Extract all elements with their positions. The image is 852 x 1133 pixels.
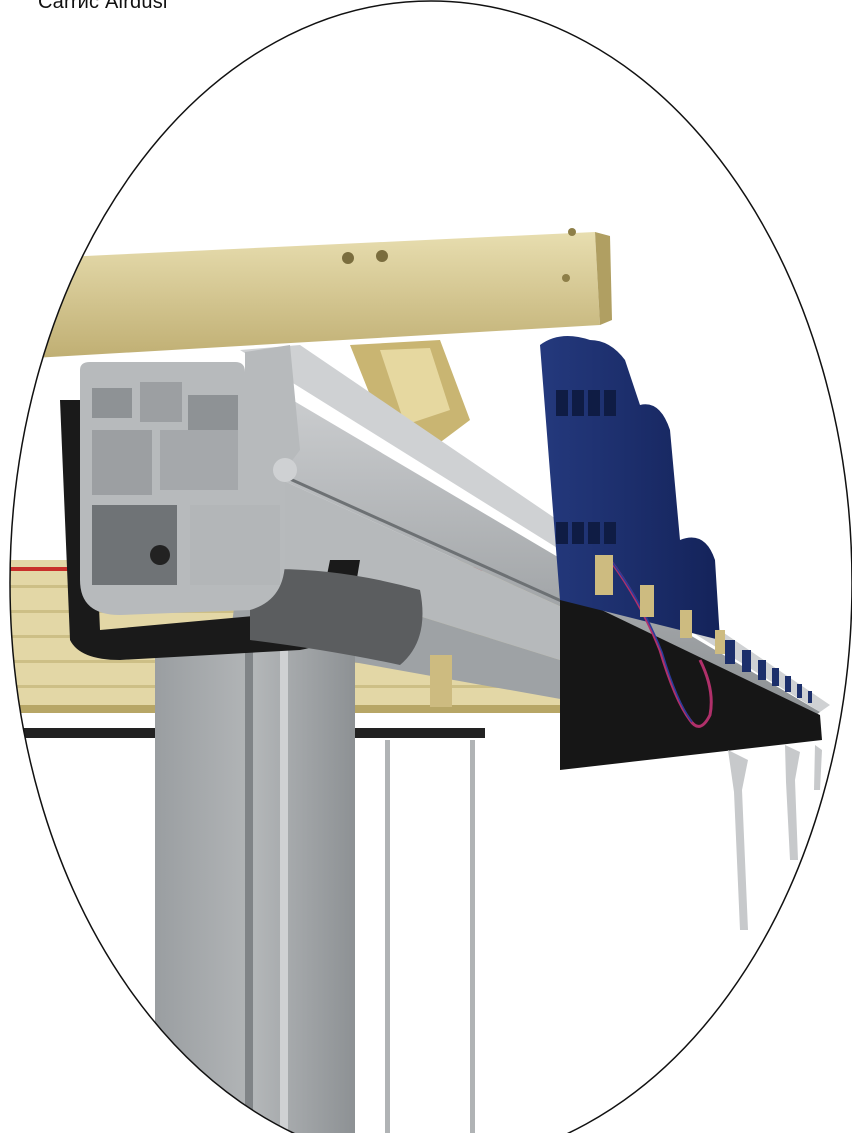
hanger-icon: [385, 740, 822, 1133]
foam-cushion: [250, 569, 423, 665]
caption: Carrис Airdusl: [38, 0, 168, 13]
carrier-icon: [540, 336, 812, 703]
rail-profile-icon: [80, 345, 300, 615]
seal-strip: [560, 590, 822, 770]
oval-frame: [9, 0, 852, 1133]
gold-beam: [10, 228, 612, 360]
rail-clips: [430, 555, 725, 707]
support-post: [155, 640, 355, 1133]
